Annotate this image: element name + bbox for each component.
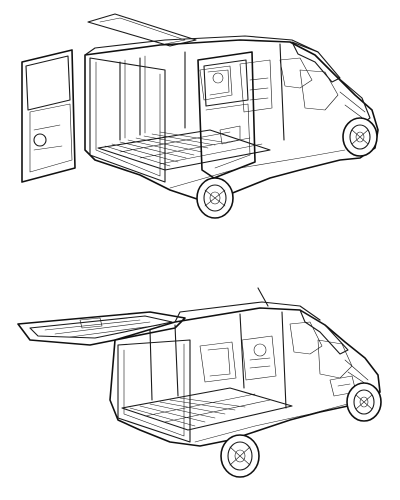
- van-view-bottom: [0, 250, 400, 500]
- wheel-front: [342, 117, 378, 157]
- wheel-rear: [220, 434, 260, 478]
- van-bottom-drawing: [17, 287, 382, 478]
- van-body-bottom: [109, 301, 381, 447]
- wheel-rear: [196, 177, 234, 219]
- van-view-top: [21, 13, 379, 219]
- wheel-front: [346, 382, 382, 422]
- antenna: [257, 287, 269, 307]
- van-top-drawing: [21, 13, 379, 219]
- roof-panel-open: [87, 13, 197, 47]
- van-body-top: [84, 35, 379, 201]
- rear-door-left: [21, 49, 76, 183]
- side-door-open: [197, 51, 256, 179]
- tailgate-open: [17, 311, 186, 346]
